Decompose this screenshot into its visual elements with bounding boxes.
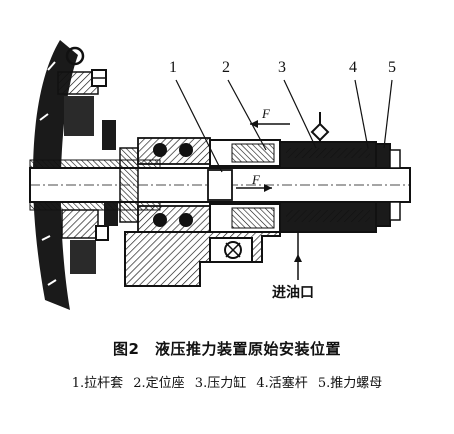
lower-base (124, 231, 281, 287)
legend-item: 3.压力缸 (194, 376, 247, 391)
force-arrow-top (250, 120, 290, 128)
callout-4: 4 (349, 59, 357, 76)
thrust-nut (375, 143, 401, 227)
legend-item: 2.定位座 (133, 376, 185, 391)
pressure-cylinder (279, 112, 377, 252)
figure-title: 图2 液压推力装置原始安装位置 (113, 340, 341, 358)
figure-legend: 1.拉杆套 2.定位座 3.压力缸 4.活塞杆 5.推力螺母 (0, 372, 454, 391)
force-label-top: F (262, 106, 270, 121)
legend-item: 4.活塞杆 (256, 376, 308, 391)
force-arrow-mid (236, 184, 272, 192)
legend-item: 1.拉杆套 (71, 376, 124, 391)
callout-3: 3 (278, 59, 286, 76)
callout-2: 2 (222, 59, 230, 76)
hydraulic-thrust-assembly-drawing (29, 40, 411, 310)
leader-lines (175, 79, 393, 173)
callout-1: 1 (169, 59, 177, 76)
callout-5: 5 (388, 59, 396, 76)
oil-inlet-arrow (294, 252, 302, 280)
oil-inlet-label: 进油口 (272, 285, 314, 301)
pull-rod-sleeve (119, 137, 211, 233)
bolt-top (65, 46, 107, 87)
legend-item: 5.推力螺母 (317, 376, 383, 391)
force-label-mid: F (252, 172, 260, 187)
